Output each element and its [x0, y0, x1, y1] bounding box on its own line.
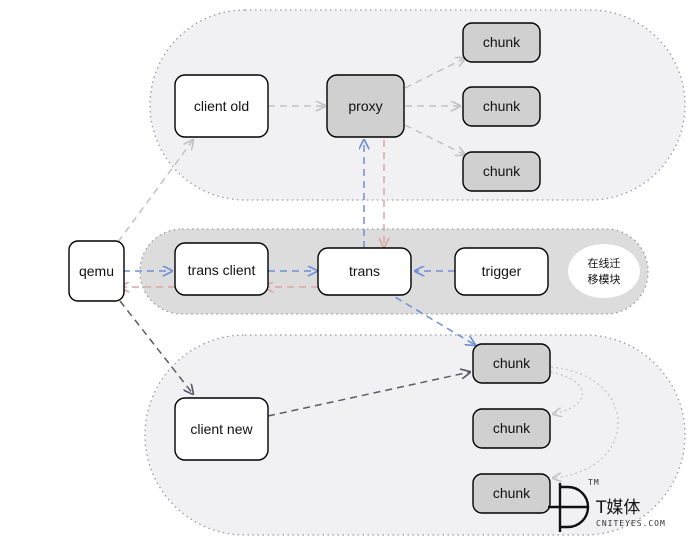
node-chunk-bottom-2[interactable]: chunk [472, 408, 551, 449]
node-chunk-top-2[interactable]: chunk [462, 86, 541, 127]
node-label: qemu [79, 263, 114, 279]
migration-module-line-2: 移模块 [588, 273, 621, 286]
node-label: chunk [493, 355, 531, 371]
arrow-chunk-bottom-1-to-chunk-bottom-3 [550, 366, 619, 478]
arrow-qemu-to-client-old [117, 140, 193, 243]
migration-module-label: 在线迁 移模块 [568, 244, 640, 298]
logo-site: CNITEYES.COM [596, 519, 666, 528]
node-chunk-top-3[interactable]: chunk [462, 151, 541, 192]
arrow-chunk-bottom-1-to-chunk-bottom-2 [550, 371, 584, 414]
node-proxy[interactable]: proxy [326, 74, 405, 138]
arrows-gray [117, 58, 465, 243]
node-trans-client[interactable]: trans client [174, 242, 269, 296]
logo-brand: T媒体 [595, 498, 640, 518]
node-trans[interactable]: trans [317, 247, 412, 296]
node-label: trigger [482, 263, 522, 279]
node-client-new[interactable]: client new [174, 397, 269, 461]
arrows-curved [550, 366, 619, 478]
node-label: chunk [483, 34, 521, 50]
arrow-qemu-to-client-new [119, 300, 193, 394]
node-label: chunk [493, 485, 531, 501]
node-label: chunk [483, 98, 521, 114]
node-label: proxy [348, 98, 382, 114]
node-client-old[interactable]: client old [174, 74, 269, 138]
node-label: trans client [188, 262, 256, 278]
node-label: chunk [493, 420, 531, 436]
arrows-pink [120, 140, 384, 287]
arrows-dark [119, 300, 470, 417]
node-chunk-top-1[interactable]: chunk [462, 22, 541, 63]
node-label: client new [190, 421, 253, 437]
node-label: client old [194, 98, 249, 114]
arrow-trans-to-chunk-bottom-1 [374, 284, 475, 345]
watermark-logo: TM T媒体 CNITEYES.COM [548, 478, 666, 532]
logo-mark-icon [548, 483, 590, 532]
node-label: trans [349, 263, 380, 279]
node-chunk-bottom-3[interactable]: chunk [472, 473, 551, 514]
migration-module-line-1: 在线迁 [588, 256, 621, 270]
arrow-client-new-to-chunk-bottom-1 [267, 372, 470, 417]
logo-tm: TM [588, 478, 600, 487]
arrows-blue [123, 140, 475, 345]
node-chunk-bottom-1[interactable]: chunk [472, 343, 551, 384]
group-old-cluster [149, 9, 686, 201]
node-trigger[interactable]: trigger [454, 247, 549, 296]
node-qemu[interactable]: qemu [68, 240, 125, 302]
node-label: chunk [483, 163, 521, 179]
